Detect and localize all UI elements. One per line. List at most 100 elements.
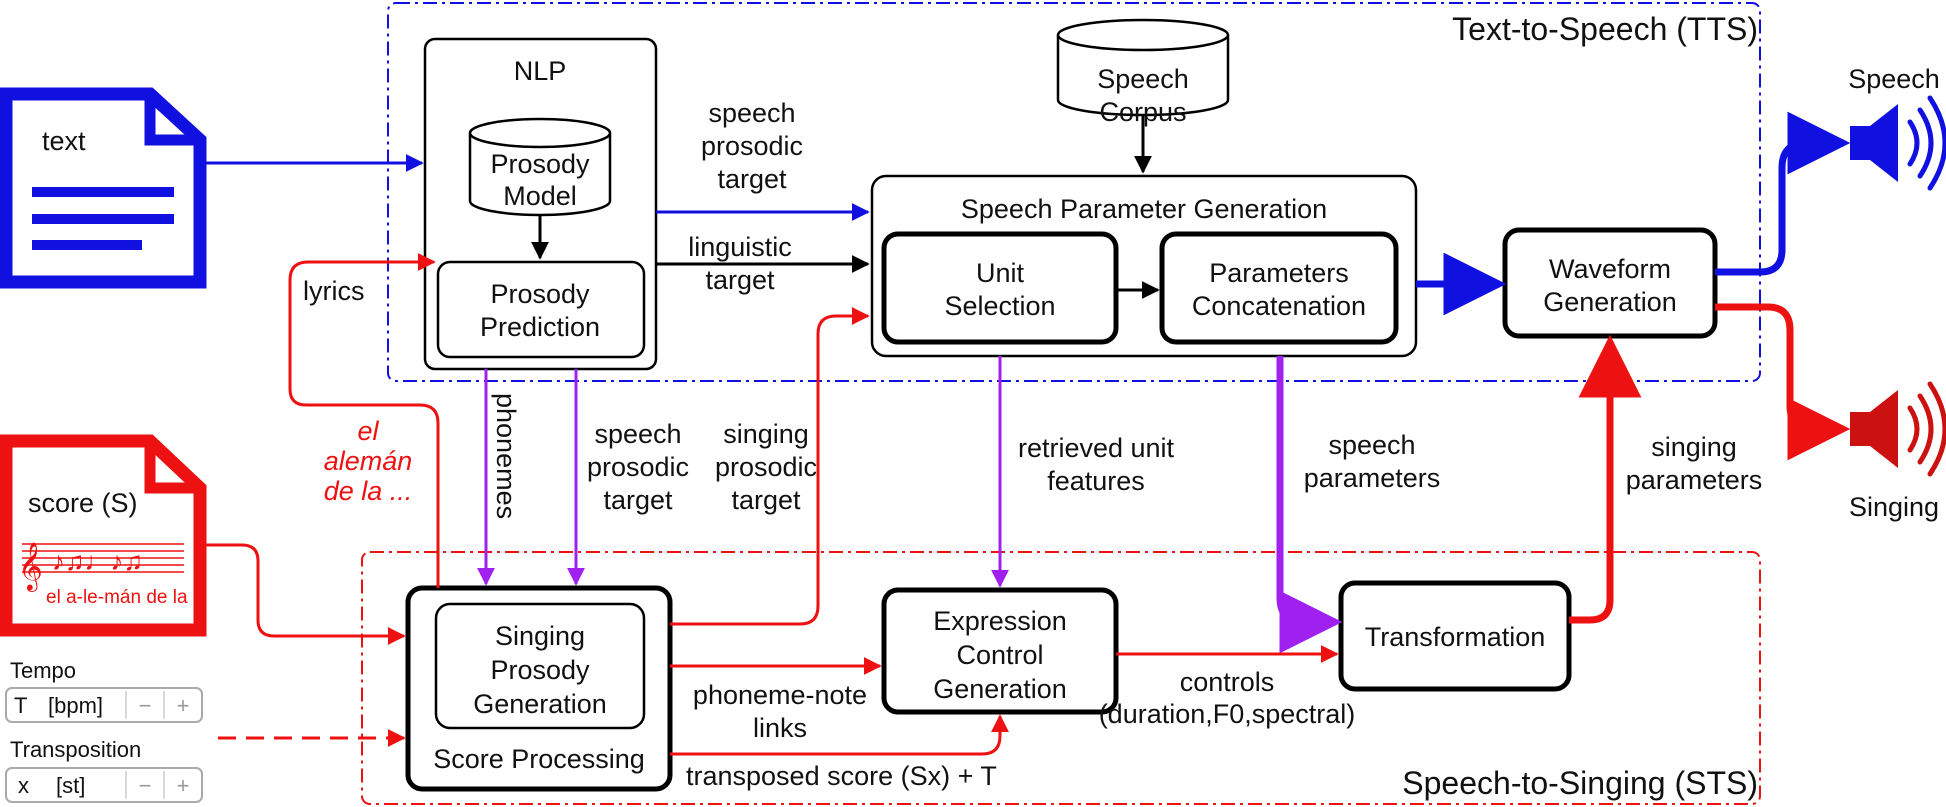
- svg-text:target: target: [731, 485, 801, 515]
- lyrics-edge: [288, 253, 440, 588]
- transposition-unit: [st]: [56, 773, 85, 798]
- svg-text:prosodic: prosodic: [587, 452, 689, 482]
- text-document-label: text: [42, 126, 86, 156]
- svg-text:parameters: parameters: [1626, 465, 1763, 495]
- tempo-control: Tempo T [bpm] − +: [5, 658, 203, 723]
- linguistic-target-label: linguistic target: [688, 232, 792, 295]
- svg-text:Unit: Unit: [976, 258, 1025, 288]
- singing-speaker-icon: [1850, 381, 1946, 477]
- prosody-prediction-block: Prosody Prediction: [436, 260, 646, 359]
- svg-text:Expression: Expression: [933, 606, 1067, 636]
- svg-text:parameters: parameters: [1304, 463, 1441, 493]
- speech-prosodic-target-top-label: speech prosodic target: [701, 98, 803, 194]
- score-lyrics: el a-le-mán de la: [46, 587, 188, 608]
- svg-text:Singing: Singing: [495, 621, 585, 651]
- score-document: score (S) 𝄞 ♪♫♩♪♫ el a-le-mán de la: [0, 434, 207, 637]
- singing-prosodic-target-label: singing prosodic target: [715, 419, 817, 515]
- tts-region: Text-to-Speech (TTS): [387, 2, 1761, 382]
- svg-text:Selection: Selection: [944, 291, 1055, 321]
- speech-corpus-database: Speech Corpus: [1056, 18, 1230, 127]
- score-to-processing-edge: [200, 543, 406, 645]
- nlp-label: NLP: [514, 56, 567, 86]
- prosody-model-database: Prosody Model: [468, 117, 612, 217]
- svg-text:target: target: [603, 485, 673, 515]
- speech-parameters-edge: [1276, 356, 1343, 654]
- tempo-unit: [bpm]: [48, 693, 103, 718]
- singing-parameters-edge: [1569, 334, 1642, 624]
- text-document: text: [0, 87, 207, 289]
- svg-text:el: el: [357, 416, 379, 446]
- transposition-plus-button[interactable]: +: [177, 773, 190, 798]
- svg-text:links: links: [753, 713, 807, 743]
- svg-text:Generation: Generation: [473, 689, 607, 719]
- singing-output-label: Singing: [1849, 492, 1939, 522]
- retrieved-unit-features-label: retrieved unit features: [1018, 433, 1175, 496]
- tempo-minus-button[interactable]: −: [139, 693, 152, 718]
- svg-text:Prediction: Prediction: [480, 312, 600, 342]
- svg-text:controls: controls: [1180, 667, 1275, 697]
- singing-prosody-generation-block: Singing Prosody Generation: [434, 602, 646, 730]
- svg-text:prosodic: prosodic: [715, 452, 817, 482]
- svg-text:prosodic: prosodic: [701, 131, 803, 161]
- score-document-label: score (S): [28, 488, 138, 518]
- sts-region: Speech-to-Singing (STS): [361, 551, 1761, 805]
- svg-text:target: target: [705, 265, 775, 295]
- phoneme-note-links-label: phoneme-note links: [693, 680, 867, 743]
- transposition-control: Transposition x [st] − +: [5, 737, 203, 803]
- svg-text:Model: Model: [503, 181, 577, 211]
- singing-prosodic-target-edge: [670, 307, 870, 626]
- speech-prosodic-target-mid-label: speech prosodic target: [587, 419, 689, 515]
- speech-speaker-icon: [1850, 95, 1946, 191]
- svg-text:Control: Control: [956, 640, 1043, 670]
- svg-text:phoneme-note: phoneme-note: [693, 680, 867, 710]
- svg-text:(duration,F0,spectral): (duration,F0,spectral): [1099, 699, 1356, 729]
- spg-label: Speech Parameter Generation: [961, 194, 1327, 224]
- svg-text:de la ...: de la ...: [324, 476, 413, 506]
- lyrics-example-label: el alemán de la ...: [324, 416, 413, 506]
- svg-text:features: features: [1047, 466, 1145, 496]
- svg-text:speech: speech: [1328, 430, 1415, 460]
- svg-text:Waveform: Waveform: [1549, 254, 1671, 284]
- svg-text:Prosody: Prosody: [490, 655, 590, 685]
- tempo-symbol: T: [14, 693, 27, 718]
- score-processing-label: Score Processing: [433, 744, 645, 774]
- svg-text:Speech: Speech: [1097, 64, 1189, 94]
- transposed-score-label: transposed score (Sx) + T: [686, 761, 997, 791]
- text-line-icon: [32, 187, 174, 197]
- text-line-icon: [32, 214, 174, 224]
- transposed-score-edge: [670, 714, 1009, 756]
- parameters-concatenation-block: Parameters Concatenation: [1159, 231, 1399, 345]
- expression-control-generation-block: Expression Control Generation: [881, 587, 1119, 715]
- transformation-block: Transformation: [1338, 580, 1572, 692]
- svg-text:Generation: Generation: [1543, 287, 1677, 317]
- svg-text:Concatenation: Concatenation: [1192, 291, 1366, 321]
- music-notes-icon: ♪♫♩♪♫: [52, 546, 143, 576]
- waveform-to-speech-edge: [1715, 111, 1851, 276]
- svg-text:retrieved unit: retrieved unit: [1018, 433, 1175, 463]
- phonemes-label: phonemes: [491, 393, 521, 519]
- svg-text:Generation: Generation: [933, 674, 1067, 704]
- tempo-title: Tempo: [10, 658, 76, 683]
- sts-region-label: Speech-to-Singing (STS): [1402, 765, 1758, 801]
- tempo-plus-button[interactable]: +: [177, 693, 190, 718]
- music-staff-icon: [22, 543, 184, 573]
- svg-text:Transformation: Transformation: [1365, 622, 1546, 652]
- svg-text:singing: singing: [723, 419, 809, 449]
- svg-text:alemán: alemán: [324, 446, 413, 476]
- unit-selection-block: Unit Selection: [881, 231, 1119, 345]
- svg-text:speech: speech: [594, 419, 681, 449]
- treble-clef-icon: 𝄞: [18, 542, 43, 592]
- lyrics-label: lyrics: [303, 276, 365, 306]
- transposition-field[interactable]: [5, 767, 203, 803]
- controls-label: controls (duration,F0,spectral): [1099, 667, 1356, 729]
- tts-region-label: Text-to-Speech (TTS): [1452, 11, 1758, 47]
- svg-text:speech: speech: [708, 98, 795, 128]
- transposition-minus-button[interactable]: −: [139, 773, 152, 798]
- tempo-field[interactable]: [5, 687, 203, 723]
- svg-text:Parameters: Parameters: [1209, 258, 1349, 288]
- svg-text:Prosody: Prosody: [490, 279, 590, 309]
- svg-text:linguistic: linguistic: [688, 232, 792, 262]
- svg-text:singing: singing: [1651, 432, 1737, 462]
- speech-parameters-label: speech parameters: [1304, 430, 1441, 493]
